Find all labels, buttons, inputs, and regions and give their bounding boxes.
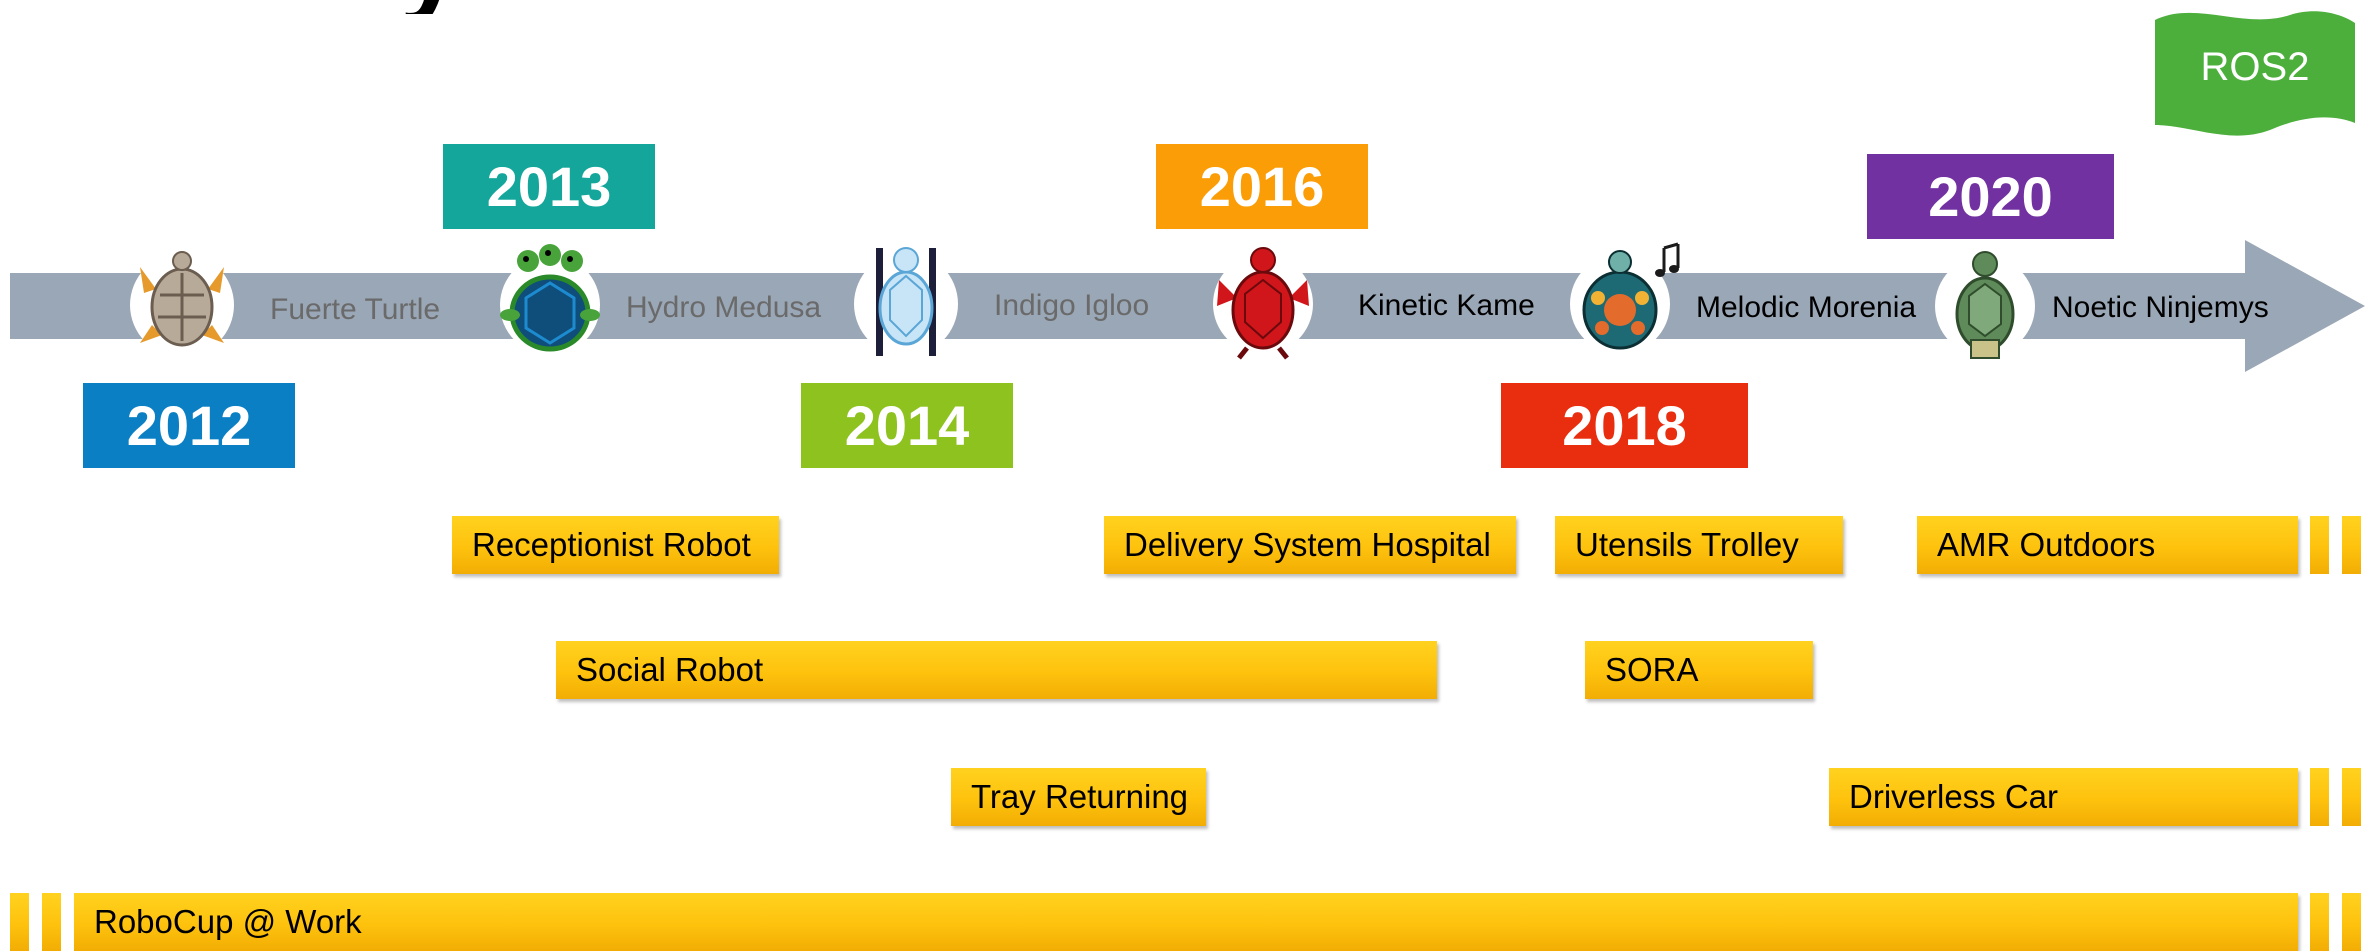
distro-label-melodic-morenia: Melodic Morenia [1696,291,1917,324]
indigo-turtle-icon [854,247,958,356]
year-box-2013: 2013 [443,144,655,229]
continuation-stub [10,893,29,951]
project-bar-receptionist-robot: Receptionist Robot [452,516,779,574]
fuerte-turtle-icon [130,251,234,357]
year-box-2014: 2014 [801,383,1013,468]
project-bar-social-robot: Social Robot [556,641,1437,699]
continuation-stub [2342,516,2361,574]
melodic-turtle-icon [1570,242,1680,354]
project-bar-utensils-trolley: Utensils Trolley [1555,516,1843,574]
ros2-label: ROS2 [2200,45,2310,89]
page-title-fragment: y [400,0,520,14]
distro-label-indigo-igloo: Indigo Igloo [994,289,1150,322]
project-bar-driverless-car: Driverless Car [1829,768,2298,826]
distro-label-fuerte-turtle: Fuerte Turtle [270,293,441,326]
year-box-2016: 2016 [1156,144,1368,229]
distro-label-kinetic-kame: Kinetic Kame [1358,289,1535,322]
project-bar-delivery-system-hospital: Delivery System Hospital [1104,516,1516,574]
year-box-2018: 2018 [1501,383,1748,468]
project-bar-tray-returning: Tray Returning [951,768,1206,826]
continuation-stub [42,893,61,951]
kinetic-turtle-icon [1213,247,1313,360]
continuation-stub [2310,516,2329,574]
continuation-stub [2310,768,2329,826]
distro-label-hydro-medusa: Hydro Medusa [626,291,822,324]
continuation-stub [2310,893,2329,951]
timeline-arrow-shape [10,240,2365,372]
ros2-flag-shape [2155,11,2355,136]
timeline-arrow [10,240,2365,372]
ros2-flag-badge [2155,11,2355,136]
distro-label-noetic-ninjemys: Noetic Ninjemys [2052,291,2269,324]
continuation-stub [2342,768,2361,826]
hydro-turtle-icon [500,244,600,355]
year-box-2012: 2012 [83,383,295,468]
continuation-stub [2342,893,2361,951]
project-bar-amr-outdoors: AMR Outdoors [1917,516,2298,574]
project-bar-sora: SORA [1585,641,1813,699]
noetic-turtle-icon [1935,251,2035,359]
project-bar-robocup-at-work: RoboCup @ Work [74,893,2298,951]
year-box-2020: 2020 [1867,154,2114,239]
